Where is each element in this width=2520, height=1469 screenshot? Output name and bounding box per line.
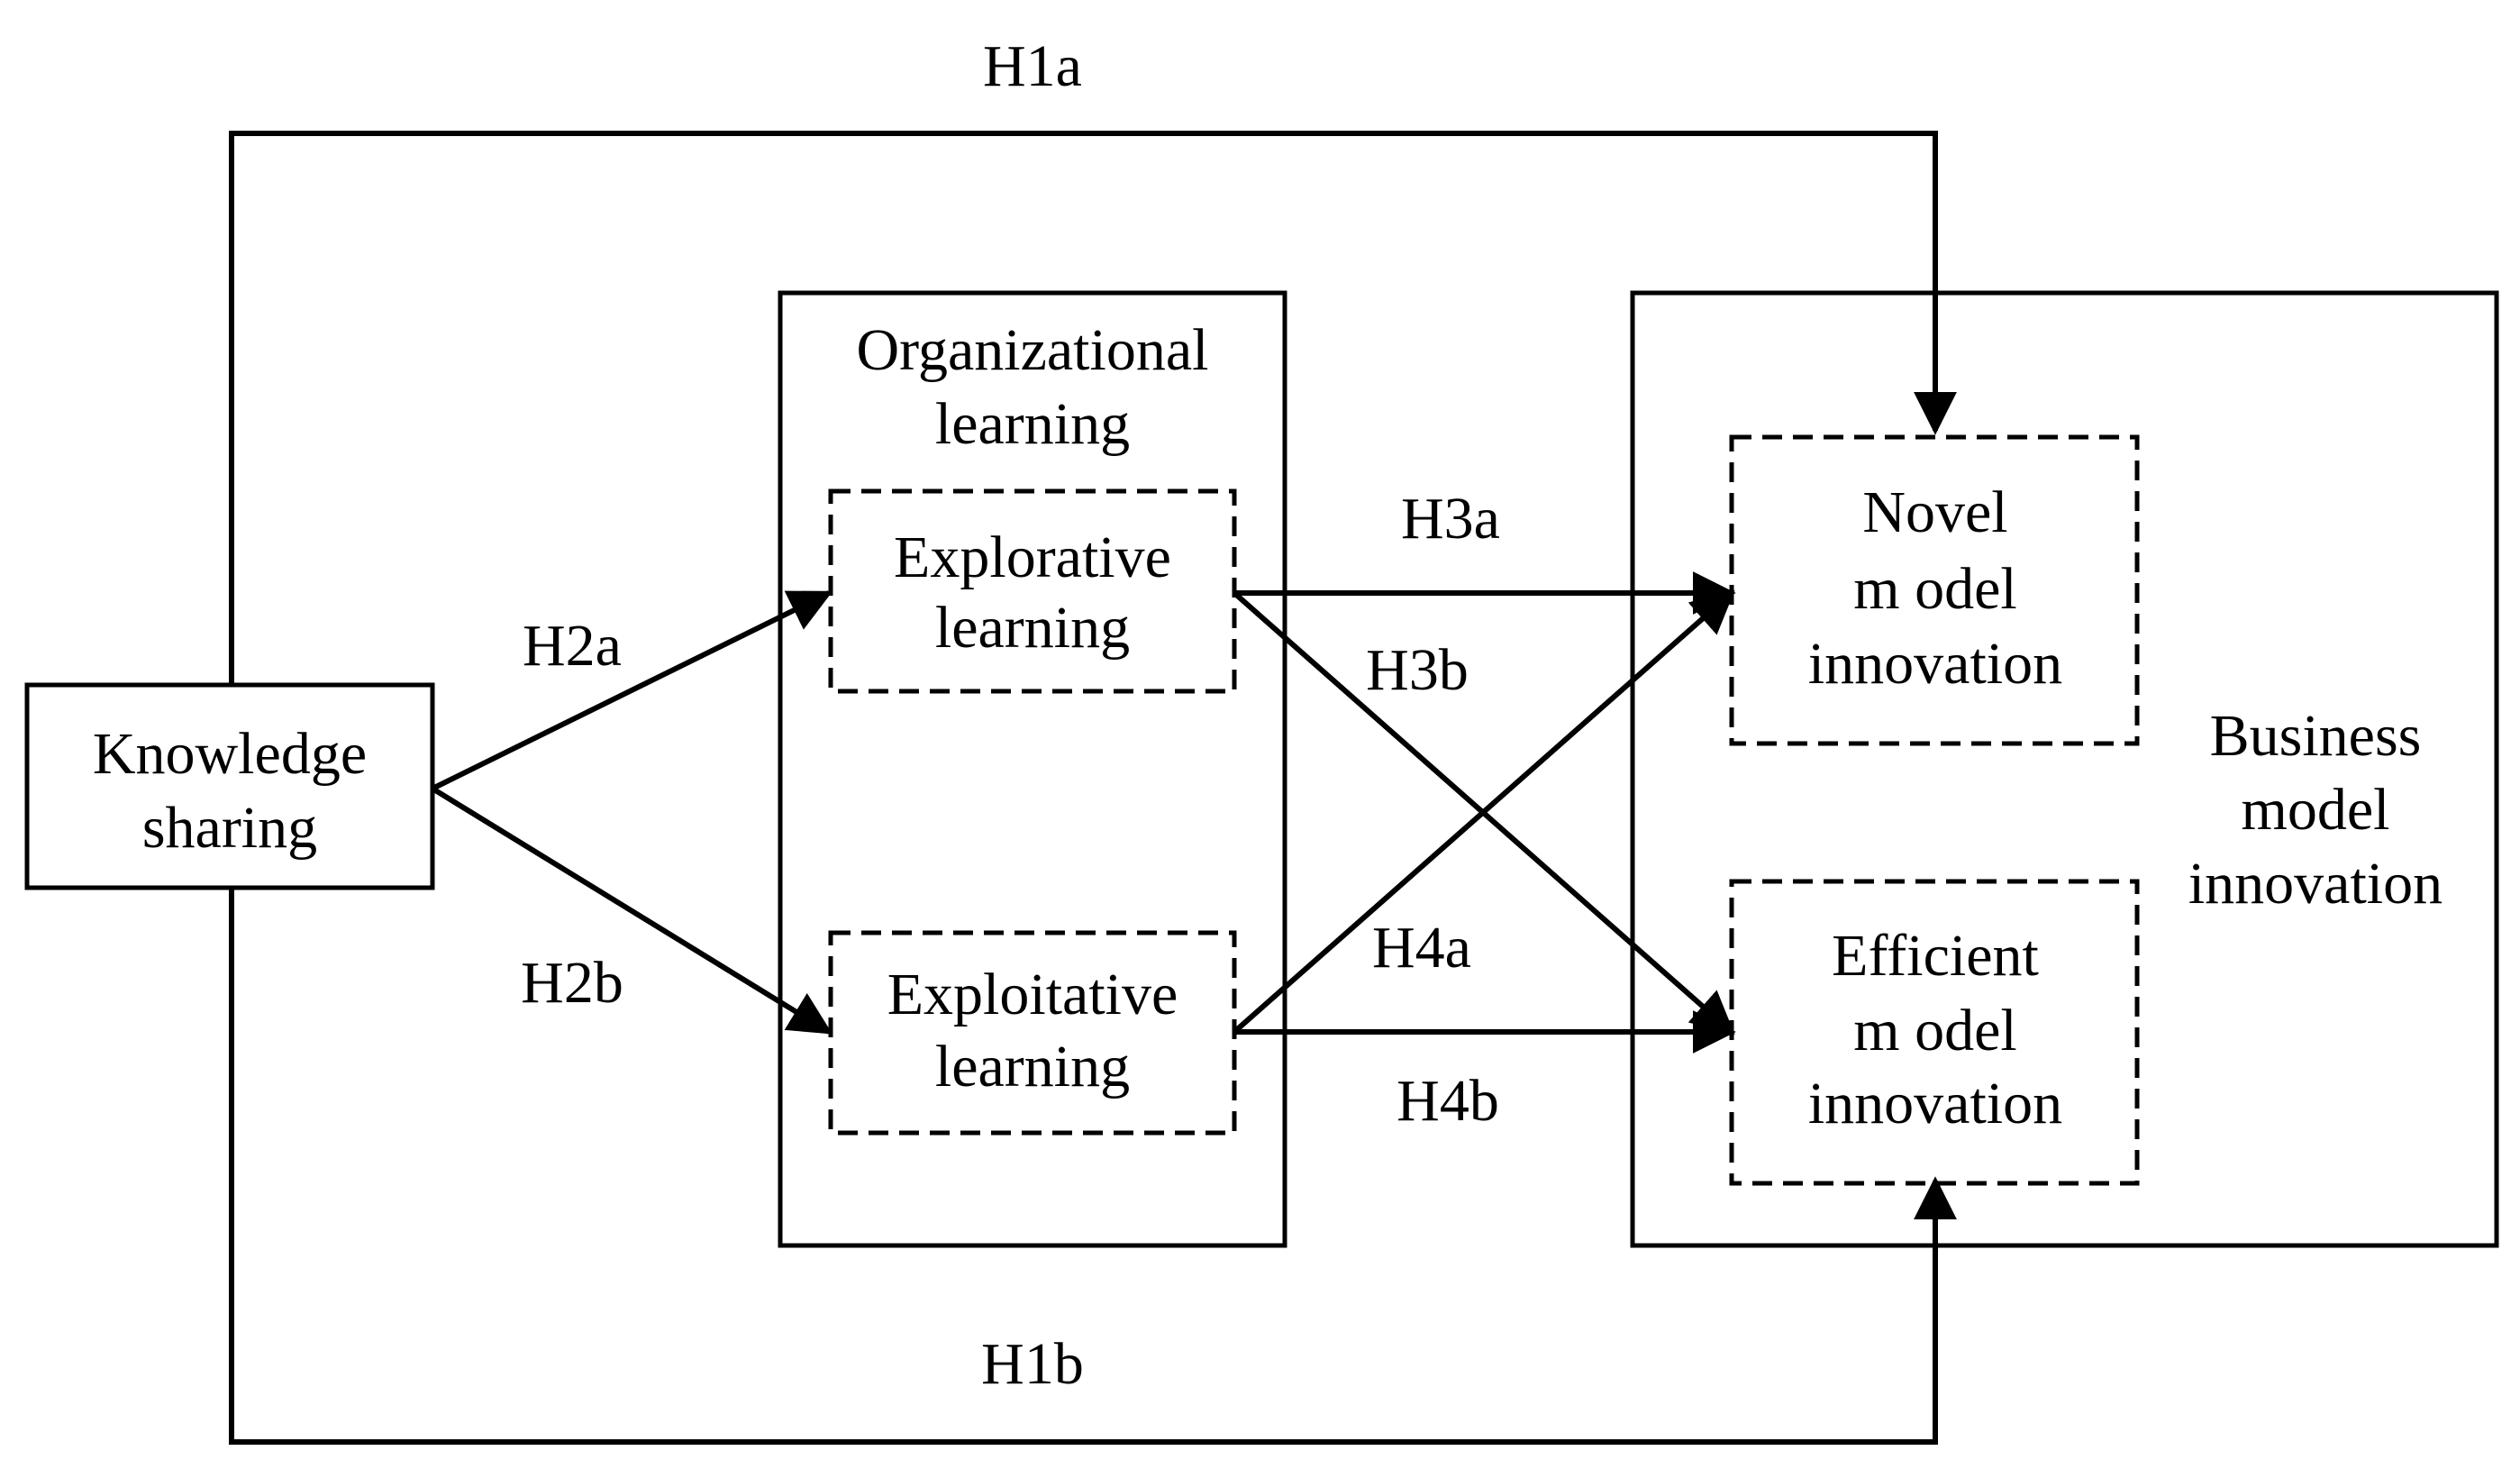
novel-model-innovation-label-line3: innovation [1808, 631, 2062, 697]
hypothesis-h3b-label: H3b [1366, 637, 1469, 703]
edge-h1a [229, 131, 1957, 685]
business-model-innovation-node: Business model innovation [2188, 703, 2443, 917]
business-model-innovation-label-line1: Business [2210, 703, 2422, 769]
novel-model-innovation-label-line1: Novel [1862, 479, 2007, 545]
edge-h1b [229, 888, 1957, 1445]
explorative-learning-label-line2: learning [935, 595, 1130, 661]
hypothesis-h3a-label: H3a [1401, 486, 1500, 552]
business-model-innovation-label-line3: innovation [2188, 851, 2443, 917]
efficient-model-innovation-label-line2: m odel [1853, 998, 2016, 1063]
organizational-learning-node: Organizational learning [857, 317, 1209, 457]
hypothesis-h4b-label: H4b [1396, 1068, 1499, 1134]
efficient-model-innovation-label-line1: Efficient [1832, 923, 2039, 989]
knowledge-sharing-label-line1: Knowledge [93, 721, 367, 787]
hypothesis-h2a-label: H2a [523, 613, 622, 679]
novel-model-innovation-label-line2: m odel [1853, 556, 2016, 622]
business-model-innovation-box [1630, 290, 2499, 1248]
business-model-innovation-label-line2: model [2242, 777, 2390, 843]
hypothesis-h1b-label: H1b [981, 1331, 1084, 1397]
efficient-model-innovation-label-line3: innovation [1808, 1071, 2062, 1136]
edge-h2a [431, 590, 833, 791]
edge-h4a [1233, 589, 1735, 1035]
organizational-learning-label-line2: learning [935, 391, 1130, 457]
exploitative-learning-node: Exploitative learning [887, 962, 1178, 1099]
explorative-learning-label-line1: Explorative [894, 525, 1171, 590]
explorative-learning-node: Explorative learning [894, 525, 1171, 661]
exploitative-learning-label-line2: learning [935, 1034, 1130, 1099]
organizational-learning-label-line1: Organizational [857, 317, 1209, 383]
knowledge-sharing-node: Knowledge sharing [93, 721, 367, 861]
hypothesis-h4a-label: H4a [1372, 915, 1471, 981]
hypothesis-h1a-label: H1a [983, 33, 1082, 99]
novel-model-innovation-node: Novel m odel innovation [1808, 479, 2062, 697]
knowledge-sharing-label-line2: sharing [142, 795, 317, 861]
explorative-learning-box [828, 488, 1237, 694]
exploitative-learning-label-line1: Exploitative [887, 962, 1178, 1027]
hypothesis-h2b-label: H2b [521, 950, 623, 1016]
organizational-learning-box [778, 290, 1287, 1248]
edge-h2b [431, 786, 833, 1035]
efficient-model-innovation-node: Efficient m odel innovation [1808, 923, 2062, 1136]
